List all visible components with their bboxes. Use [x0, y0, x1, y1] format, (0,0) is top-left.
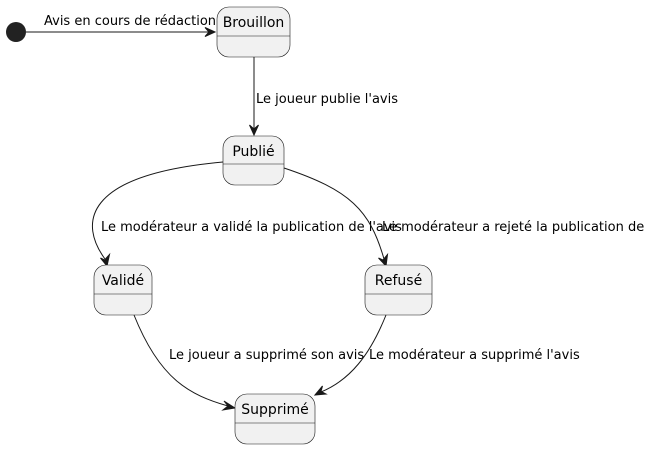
- edge-publie-to-refuse: Le modérateur a rejeté la publication de…: [283, 167, 648, 268]
- edge-label-valide-supprime: Le joueur a supprimé son avis: [169, 348, 364, 363]
- edge-label-publie-valide: Le modérateur a validé la publication de…: [101, 220, 402, 235]
- edge-valide-to-supprime: Le joueur a supprimé son avis: [133, 314, 364, 411]
- edge-line: [91, 161, 224, 260]
- arrowhead-icon: [378, 252, 389, 268]
- edge-publie-to-valide: Le modérateur a validé la publication de…: [91, 161, 402, 268]
- state-publie: Publié: [222, 135, 285, 186]
- edge-label-publie-refuse: Le modérateur a rejeté la publication de…: [382, 220, 648, 235]
- state-name-refuse: Refusé: [375, 273, 422, 289]
- state-refuse: Refusé: [364, 264, 433, 316]
- edge-initial-to-brouillon: Avis en cours de rédaction: [26, 14, 217, 37]
- arrowhead-icon: [221, 400, 237, 411]
- arrowhead-icon: [249, 124, 259, 137]
- edge-label-refuse-supprime: Le modérateur a supprimé l'avis: [369, 348, 580, 363]
- edge-line: [133, 314, 229, 407]
- arrowhead-icon: [204, 27, 217, 37]
- edge-line: [320, 314, 387, 393]
- state-box: [234, 393, 316, 445]
- edge-refuse-to-supprime: Le modérateur a supprimé l'avis: [313, 314, 580, 396]
- state-box: [222, 135, 285, 186]
- state-brouillon: Brouillon: [216, 6, 291, 58]
- state-valide: Validé: [93, 264, 153, 316]
- edge-brouillon-to-publie: Le joueur publie l'avis: [249, 57, 398, 137]
- state-name-publie: Publié: [232, 144, 274, 160]
- edge-line: [283, 167, 385, 260]
- state-name-valide: Validé: [102, 273, 144, 289]
- state-supprime: Supprimé: [234, 393, 316, 445]
- arrowhead-icon: [313, 385, 328, 396]
- state-name-brouillon: Brouillon: [223, 15, 285, 31]
- state-box: [364, 264, 433, 316]
- edge-label-brouillon-publie: Le joueur publie l'avis: [256, 92, 398, 107]
- state-name-supprime: Supprimé: [241, 402, 308, 418]
- initial-state-dot: [6, 22, 26, 42]
- arrowhead-icon: [100, 252, 111, 268]
- edge-label-initial: Avis en cours de rédaction: [44, 14, 216, 29]
- state-box: [93, 264, 153, 316]
